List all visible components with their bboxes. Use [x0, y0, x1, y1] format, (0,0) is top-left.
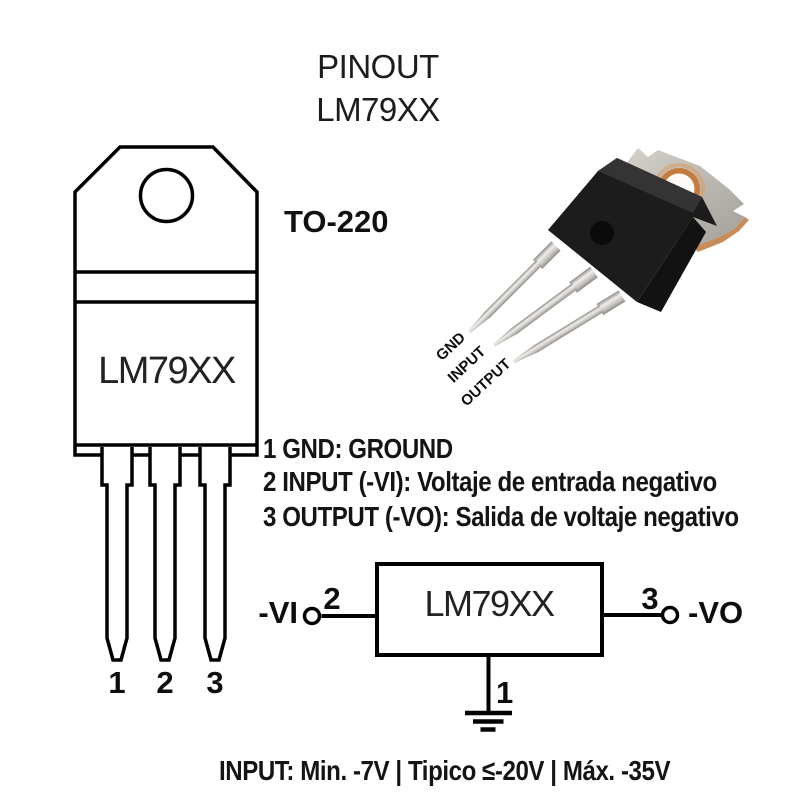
photo-leg-output	[512, 290, 626, 364]
package-leg-2	[148, 447, 182, 662]
input-terminal-circle	[302, 606, 322, 626]
schematic-output-label: -VO	[688, 595, 743, 630]
schematic-input-pin-number: 2	[323, 581, 340, 616]
package-leg-3	[198, 447, 232, 662]
body-dimple	[590, 221, 614, 245]
schematic-diagram: -VI 2 LM79XX 3 -VO 1	[258, 562, 743, 732]
component-photo: GND INPUT OUTPUT	[433, 148, 749, 410]
mounting-hole	[138, 167, 195, 224]
package-pin-number-3: 3	[206, 665, 223, 700]
output-terminal-circle	[660, 605, 680, 625]
pin-description-3: 3 OUTPUT (-VO): Salida de voltaje negati…	[263, 501, 739, 532]
to220-outline-drawing: LM79XX 1 2 3	[73, 145, 259, 700]
package-name-label: TO-220	[284, 204, 389, 239]
schematic-ground-pin-number: 1	[496, 675, 513, 710]
pin-description-2: 2 INPUT (-VI): Voltaje de entrada negati…	[263, 466, 717, 497]
body-side-face	[637, 217, 706, 312]
page-title-line2: LM79XX	[316, 91, 440, 128]
package-leg-1	[100, 447, 134, 662]
photo-leg-input	[493, 266, 598, 347]
body-top-bevel	[598, 158, 702, 213]
tab-copper-edge	[693, 217, 749, 252]
photo-leg-gnd	[468, 241, 561, 333]
pin-description-1: 1 GND: GROUND	[263, 433, 453, 464]
schematic-output-pin-number: 3	[641, 581, 658, 616]
package-pin-number-2: 2	[156, 665, 173, 700]
schematic-input-label: -VI	[258, 595, 298, 630]
package-pin-number-1: 1	[108, 665, 125, 700]
schematic-chip-box	[375, 562, 604, 657]
voltage-spec-footer: INPUT: Min. -7V | Tipico ≤-20V | Máx. -3…	[219, 755, 671, 786]
package-chip-label: LM79XX	[98, 350, 236, 392]
ground-symbol	[465, 710, 512, 732]
schematic-chip-label: LM79XX	[424, 583, 555, 624]
page-title-line1: PINOUT	[317, 48, 439, 85]
